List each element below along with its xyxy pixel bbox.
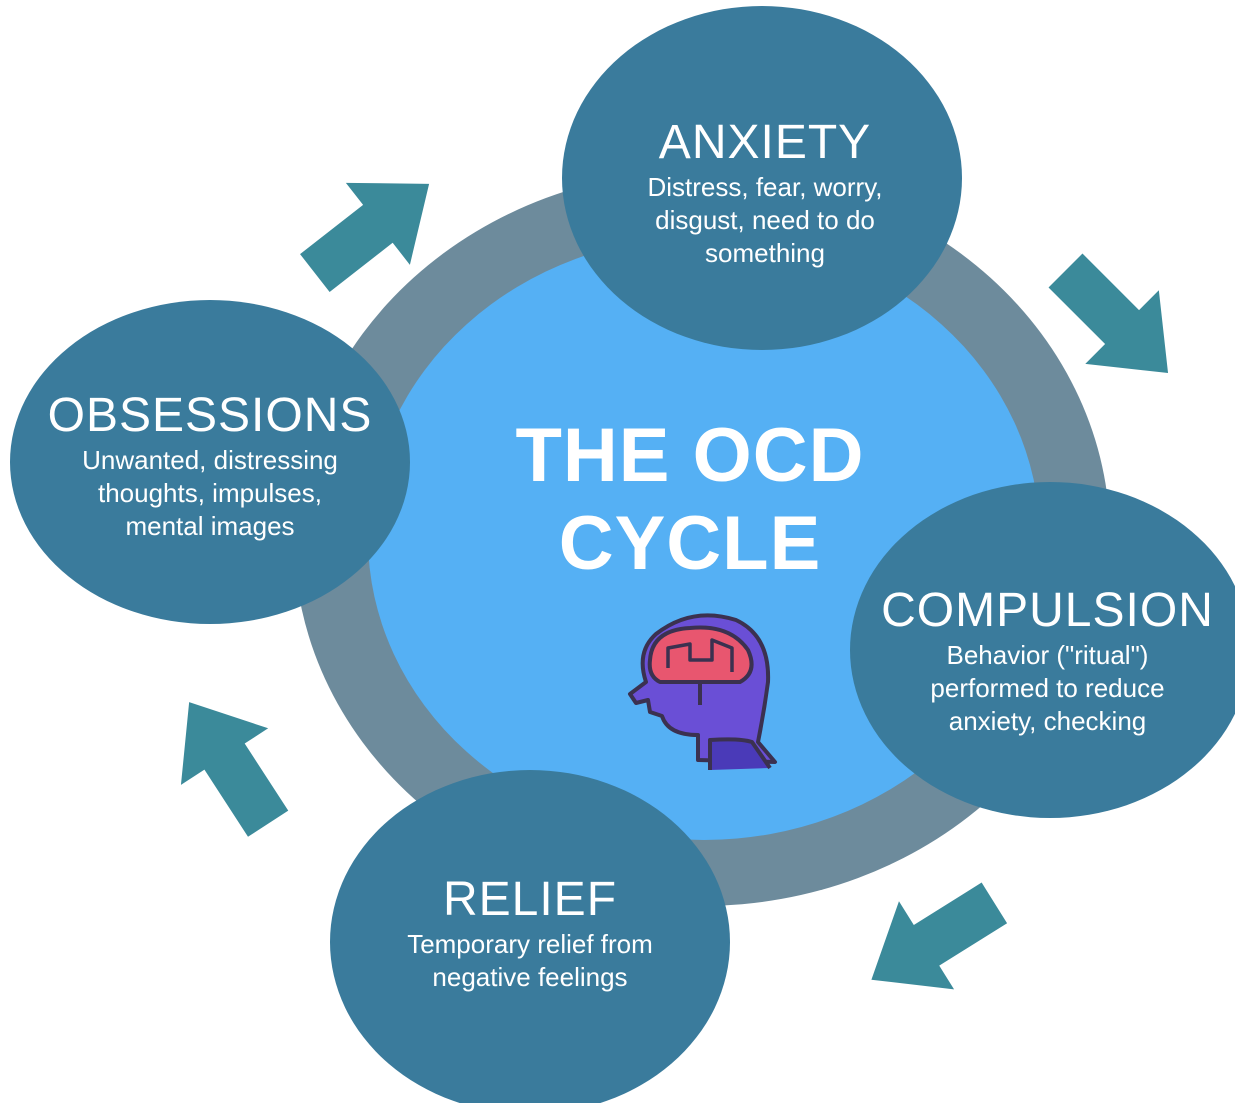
compulsion-title: COMPULSION [881,584,1214,637]
relief-node [330,770,730,1103]
compulsion-desc-line: performed to reduce [930,673,1165,703]
head-with-brain-icon [628,613,777,770]
compulsion-desc-line: Behavior ("ritual") [946,640,1149,670]
relief-label: RELIEF Temporary relief from negative fe… [350,872,710,994]
relief-desc-line: Temporary relief from [407,929,653,959]
anxiety-node [562,6,962,350]
center-title: THE OCD CYCLE [470,412,910,588]
arrow-anxiety-to-compulsion [1048,253,1169,374]
anxiety-label: ANXIETY Distress, fear, worry, disgust, … [590,115,940,270]
obsessions-desc-line: Unwanted, distressing [82,445,338,475]
compulsion-node [850,482,1235,818]
obsessions-title: OBSESSIONS [47,389,373,442]
compulsion-desc-line: anxiety, checking [948,706,1147,736]
arrow-relief-to-obsessions [180,702,289,837]
center-title-line2: CYCLE [558,501,822,586]
relief-title: RELIEF [442,873,618,926]
arrow-obsessions-to-anxiety [300,182,430,293]
obsessions-desc-line: mental images [125,511,295,541]
arrow-compulsion-to-relief [871,882,1008,990]
obsessions-node [10,300,410,624]
center-title-line1: THE OCD [515,413,865,498]
anxiety-desc-line: something [705,238,825,268]
obsessions-label: OBSESSIONS Unwanted, distressing thought… [25,388,395,543]
anxiety-title: ANXIETY [658,116,872,169]
obsessions-desc-line: thoughts, impulses, [97,478,322,508]
anxiety-desc-line: disgust, need to do [655,205,875,235]
compulsion-label: COMPULSION Behavior ("ritual") performed… [860,583,1235,738]
anxiety-desc-line: Distress, fear, worry, [647,172,883,202]
relief-desc-line: negative feelings [432,962,628,992]
